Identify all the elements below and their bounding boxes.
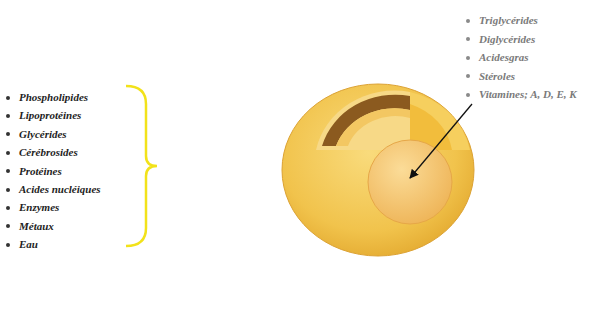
label-text: Diglycérides: [479, 33, 535, 46]
list-item: Eau: [6, 238, 38, 251]
bullet: [6, 151, 10, 155]
label-text: Protéines: [19, 165, 62, 178]
bullet: [6, 188, 10, 192]
list-item: Vitamines; A, D, E, K: [466, 88, 577, 101]
label-text: Acidesgras: [479, 51, 529, 64]
label-text: Phospholipides: [19, 91, 88, 104]
bullet: [6, 206, 10, 210]
bullet: [6, 114, 10, 118]
list-item: Acidesgras: [466, 51, 529, 64]
label-text: Enzymes: [19, 201, 59, 214]
list-item: Cérébrosides: [6, 146, 78, 159]
label-text: Triglycérides: [479, 14, 538, 27]
list-item: Glycérides: [6, 128, 67, 141]
bullet: [466, 56, 470, 60]
bullet: [466, 37, 470, 41]
label-text: Glycérides: [19, 128, 67, 141]
list-item: Phospholipides: [6, 91, 88, 104]
label-text: Métaux: [19, 220, 54, 233]
label-text: Cérébrosides: [19, 146, 78, 159]
bullet: [466, 74, 470, 78]
label-text: Eau: [19, 238, 38, 251]
label-text: Acides nucléiques: [19, 183, 101, 196]
list-item: Acides nucléiques: [6, 183, 101, 196]
list-item: Métaux: [6, 220, 54, 233]
label-text: Lipoprotéines: [19, 109, 81, 122]
outer-membrane: [282, 84, 474, 256]
dark-layer: [322, 95, 410, 146]
bullet: [6, 169, 10, 173]
list-item: Lipoprotéines: [6, 109, 81, 122]
bullet: [6, 243, 10, 247]
list-item: Enzymes: [6, 201, 59, 214]
middle-layer: [336, 108, 410, 146]
bullet: [6, 96, 10, 100]
bracket: [126, 86, 157, 246]
list-item: Protéines: [6, 165, 62, 178]
label-text: Stéroles: [479, 70, 515, 83]
bullet: [466, 93, 470, 97]
bullet: [6, 132, 10, 136]
bullet: [6, 224, 10, 228]
list-item: Diglycérides: [466, 33, 535, 46]
cutaway: [316, 91, 410, 150]
bullet: [466, 19, 470, 23]
list-item: Triglycérides: [466, 14, 538, 27]
lipid-core: [368, 140, 452, 224]
label-text: Vitamines; A, D, E, K: [479, 88, 577, 101]
list-item: Stéroles: [466, 70, 515, 83]
leader-arrow: [410, 104, 472, 178]
